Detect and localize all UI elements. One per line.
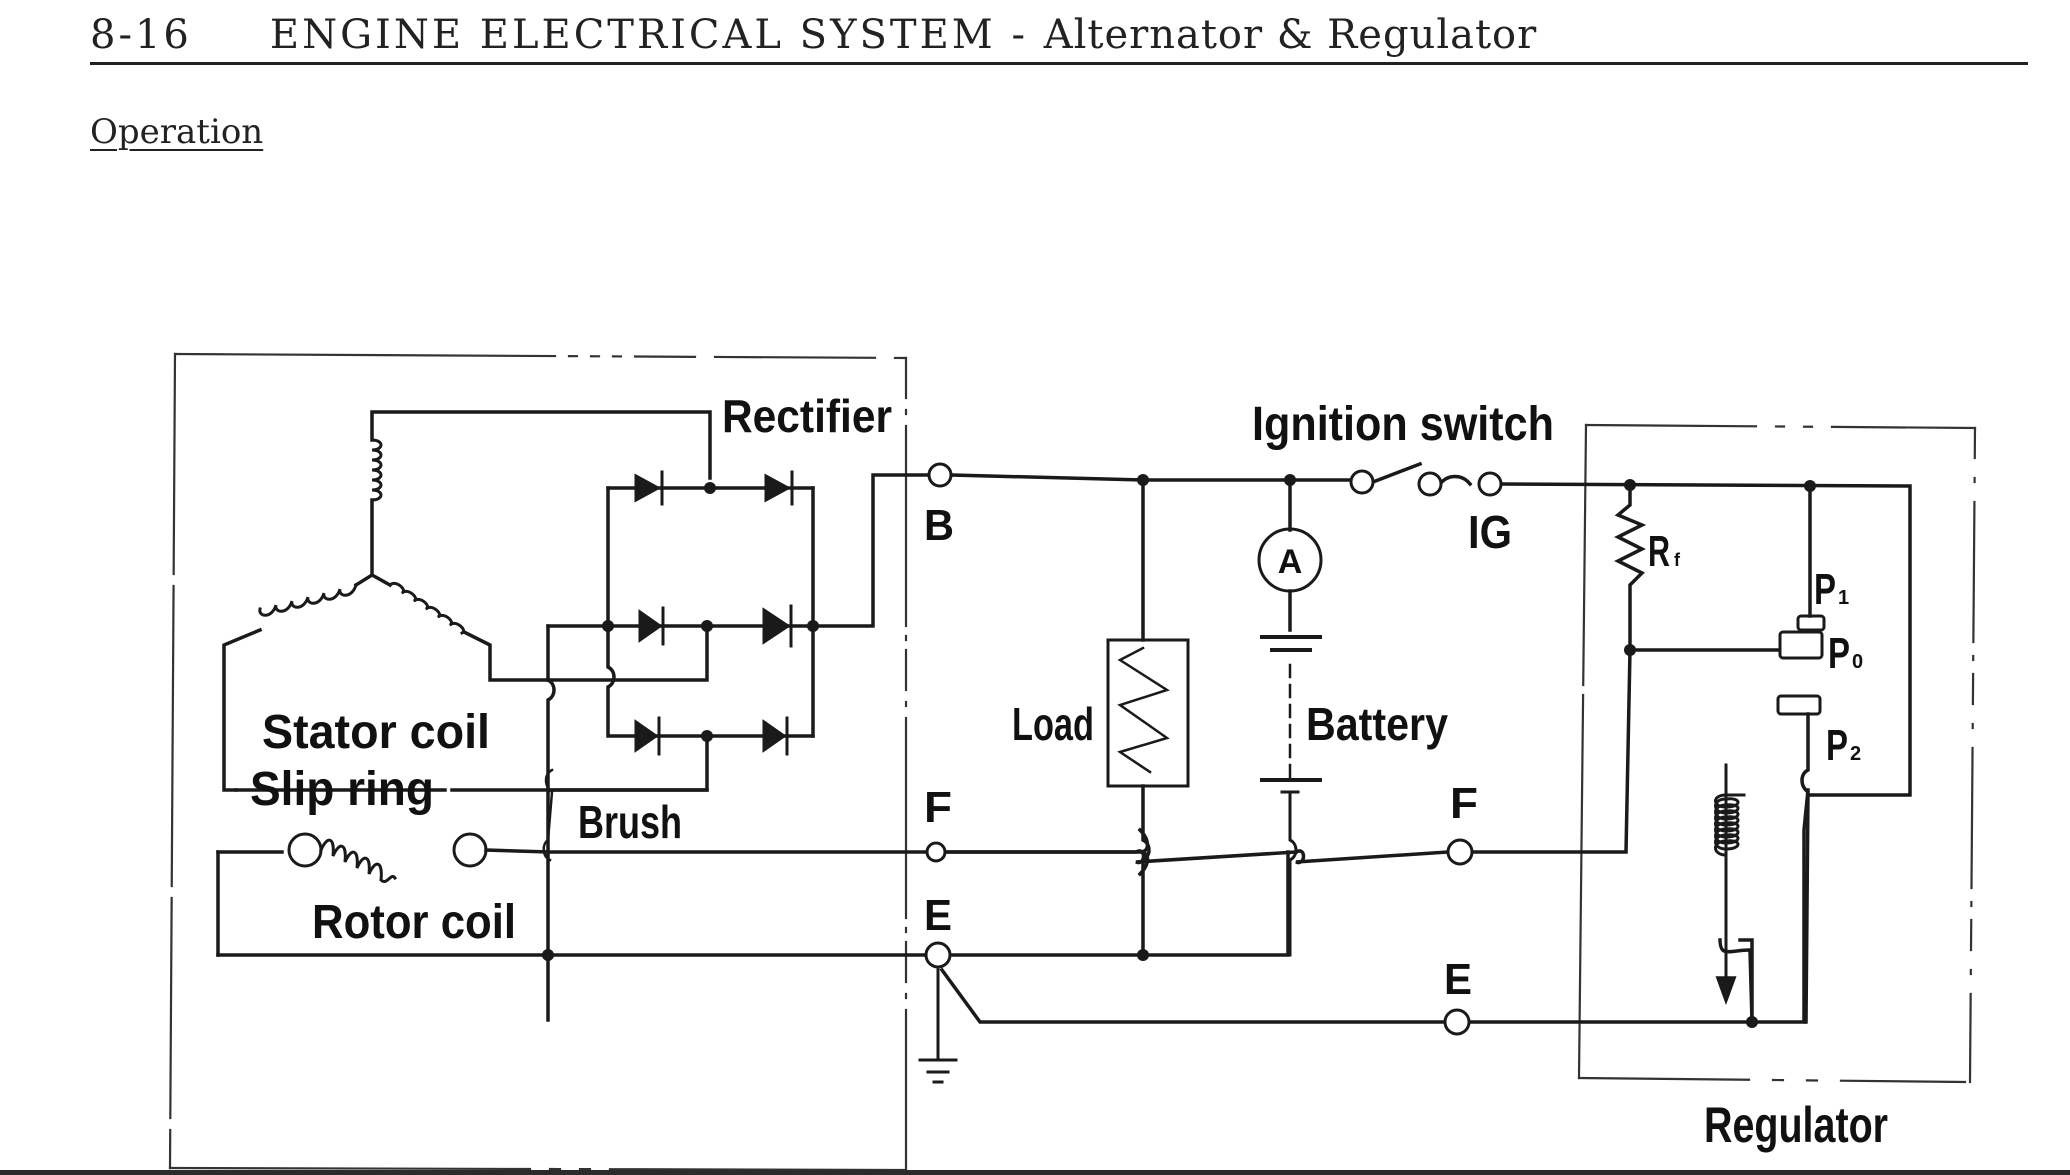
header-title: 8-16 ENGINE ELECTRICAL SYSTEM - Alternato… xyxy=(90,12,1537,58)
contact-p0 xyxy=(1778,630,1824,660)
label-battery: Battery xyxy=(1306,698,1448,750)
terminal-e-alt xyxy=(924,941,952,969)
stator-winding-left xyxy=(222,572,375,792)
label-slip-ring: Slip ring xyxy=(250,763,434,816)
terminal-b xyxy=(927,462,953,488)
resistor-rf xyxy=(1614,483,1647,652)
section-title: ENGINE ELECTRICAL SYSTEM xyxy=(269,12,996,58)
label-load: Load xyxy=(1012,698,1094,750)
section-heading: Operation xyxy=(90,112,264,152)
diagram-labels: Rectifier Stator coil Slip ring Brush Ro… xyxy=(250,390,1888,1153)
diode-mid-left xyxy=(638,609,663,643)
label-stator-coil: Stator coil xyxy=(262,706,490,759)
diode-bot-right xyxy=(762,719,787,753)
label-terminal-f-reg: F xyxy=(1450,779,1478,828)
label-contact-p2: P xyxy=(1826,721,1848,770)
stator-winding-right xyxy=(369,572,550,682)
label-contact-p0: P xyxy=(1828,629,1850,678)
ground-symbol xyxy=(918,968,958,1084)
page-number: 8-16 xyxy=(90,12,192,58)
label-resistor-rf: R xyxy=(1648,527,1670,576)
regulator-internals xyxy=(1614,483,1826,1024)
label-contact-p1: P xyxy=(1814,565,1836,614)
label-terminal-f-alt: F xyxy=(924,783,952,832)
title-separator: - xyxy=(1011,12,1028,58)
contact-p1 xyxy=(1796,614,1826,632)
rotor-coil xyxy=(216,832,550,957)
terminal-e-reg xyxy=(1443,1008,1471,1036)
regulator-coil xyxy=(1714,793,1746,857)
page-header: 8-16 ENGINE ELECTRICAL SYSTEM - Alternato… xyxy=(90,6,2030,66)
diode-bot-left xyxy=(634,719,659,753)
label-rectifier: Rectifier xyxy=(722,390,892,442)
label-ig: IG xyxy=(1468,506,1512,558)
stator-winding-top xyxy=(370,410,712,577)
diode-top-right xyxy=(764,473,792,503)
regulator-enclosure xyxy=(1577,423,1977,1084)
header-rule xyxy=(90,62,2028,65)
section-subtitle: Alternator & Regulator xyxy=(1043,12,1538,58)
label-contact-p0-sub: 0 xyxy=(1852,651,1863,673)
terminal-ig-2 xyxy=(1417,471,1443,497)
load-resistor xyxy=(1106,478,1190,957)
terminals xyxy=(924,462,1503,1036)
diode-mid-right xyxy=(762,607,791,645)
junction-dots xyxy=(542,474,1816,1028)
label-ammeter: A xyxy=(1278,543,1303,581)
label-resistor-rf-sub: f xyxy=(1674,550,1681,570)
label-brush: Brush xyxy=(578,796,682,848)
terminal-ig-3 xyxy=(1477,471,1503,497)
diode-top-left xyxy=(634,473,662,503)
label-terminal-e-alt: E xyxy=(924,891,952,940)
page-bottom-edge xyxy=(0,1170,2070,1175)
terminal-f-reg xyxy=(1446,838,1474,866)
terminal-f-alt xyxy=(925,841,947,863)
label-terminal-e-reg: E xyxy=(1444,955,1472,1004)
contact-p2 xyxy=(1776,694,1822,716)
label-contact-p2-sub: 2 xyxy=(1850,743,1861,765)
rectifier-diodes xyxy=(634,470,794,756)
label-rotor-coil: Rotor coil xyxy=(312,896,516,949)
label-terminal-b: B xyxy=(924,501,954,550)
ammeter-battery xyxy=(1257,478,1323,957)
brush-brace xyxy=(542,768,554,862)
alternator-enclosure xyxy=(168,352,908,1172)
label-ignition-switch: Ignition switch xyxy=(1252,398,1554,451)
label-contact-p1-sub: 1 xyxy=(1838,587,1849,609)
wire-e-reg xyxy=(939,967,1447,1024)
terminal-ig-1 xyxy=(1349,469,1375,495)
label-regulator: Regulator xyxy=(1704,1097,1888,1153)
